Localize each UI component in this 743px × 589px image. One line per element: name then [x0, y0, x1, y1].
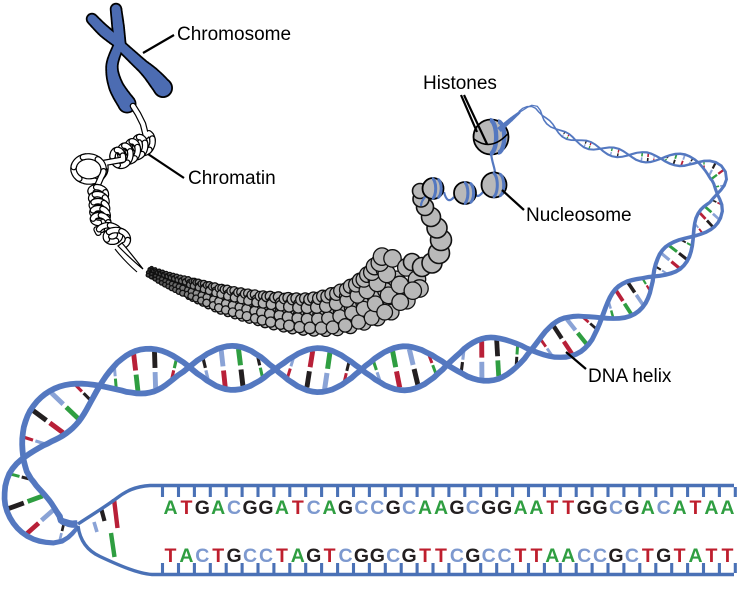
svg-text:G: G [258, 497, 273, 519]
svg-text:T: T [180, 497, 192, 519]
svg-text:T: T [705, 545, 717, 567]
svg-text:C: C [386, 545, 400, 567]
svg-text:C: C [243, 545, 257, 567]
svg-text:C: C [227, 497, 241, 519]
svg-text:G: G [497, 497, 512, 519]
svg-text:C: C [450, 545, 464, 567]
svg-text:C: C [338, 545, 352, 567]
svg-text:C: C [577, 545, 591, 567]
svg-text:T: T [292, 497, 304, 519]
svg-text:C: C [354, 497, 368, 519]
svg-text:A: A [291, 545, 305, 567]
svg-text:C: C [498, 545, 512, 567]
svg-text:A: A [720, 497, 734, 519]
svg-text:T: T [530, 545, 542, 567]
svg-text:G: G [338, 497, 353, 519]
svg-text:A: A [211, 497, 225, 519]
svg-text:T: T [419, 545, 431, 567]
svg-text:Chromatin: Chromatin [188, 168, 276, 189]
svg-text:C: C [370, 497, 384, 519]
svg-text:C: C [259, 545, 273, 567]
svg-text:A: A [545, 545, 559, 567]
svg-text:C: C [402, 497, 416, 519]
svg-text:A: A [513, 497, 527, 519]
svg-text:T: T [674, 545, 686, 567]
svg-text:A: A [561, 545, 575, 567]
svg-text:A: A [163, 497, 177, 519]
svg-text:T: T [690, 497, 702, 519]
svg-text:G: G [386, 497, 401, 519]
svg-text:A: A [688, 545, 702, 567]
svg-text:T: T [276, 545, 288, 567]
svg-text:G: G [656, 545, 671, 567]
svg-text:A: A [418, 497, 432, 519]
svg-text:Nucleosome: Nucleosome [526, 205, 632, 226]
svg-text:DNA helix: DNA helix [588, 366, 672, 387]
svg-text:G: G [449, 497, 464, 519]
svg-text:G: G [593, 497, 608, 519]
svg-text:G: G [608, 545, 623, 567]
svg-text:A: A [179, 545, 193, 567]
svg-text:C: C [625, 545, 639, 567]
svg-text:T: T [212, 545, 224, 567]
svg-text:C: C [466, 497, 480, 519]
svg-text:G: G [354, 545, 369, 567]
svg-text:C: C [593, 545, 607, 567]
svg-text:C: C [195, 545, 209, 567]
svg-text:A: A [275, 497, 289, 519]
svg-text:C: C [657, 497, 671, 519]
svg-text:C: C [609, 497, 623, 519]
svg-text:T: T [721, 545, 733, 567]
svg-text:G: G [243, 497, 258, 519]
svg-text:T: T [515, 545, 527, 567]
svg-text:Chromosome: Chromosome [177, 24, 291, 45]
svg-text:C: C [482, 545, 496, 567]
svg-text:T: T [642, 545, 654, 567]
svg-text:G: G [306, 545, 321, 567]
svg-text:T: T [546, 497, 558, 519]
svg-text:G: G [465, 545, 480, 567]
svg-text:G: G [370, 545, 385, 567]
svg-text:G: G [624, 497, 639, 519]
svg-text:T: T [562, 497, 574, 519]
svg-text:G: G [402, 545, 417, 567]
svg-text:A: A [434, 497, 448, 519]
svg-text:A: A [673, 497, 687, 519]
svg-text:A: A [704, 497, 718, 519]
svg-text:T: T [324, 545, 336, 567]
svg-text:A: A [323, 497, 337, 519]
svg-text:A: A [529, 497, 543, 519]
svg-text:C: C [307, 497, 321, 519]
svg-text:G: G [481, 497, 496, 519]
svg-text:A: A [641, 497, 655, 519]
svg-text:T: T [165, 545, 177, 567]
svg-text:G: G [577, 497, 592, 519]
svg-text:G: G [195, 497, 210, 519]
svg-text:G: G [227, 545, 242, 567]
svg-text:T: T [435, 545, 447, 567]
svg-text:Histones: Histones [423, 73, 497, 94]
